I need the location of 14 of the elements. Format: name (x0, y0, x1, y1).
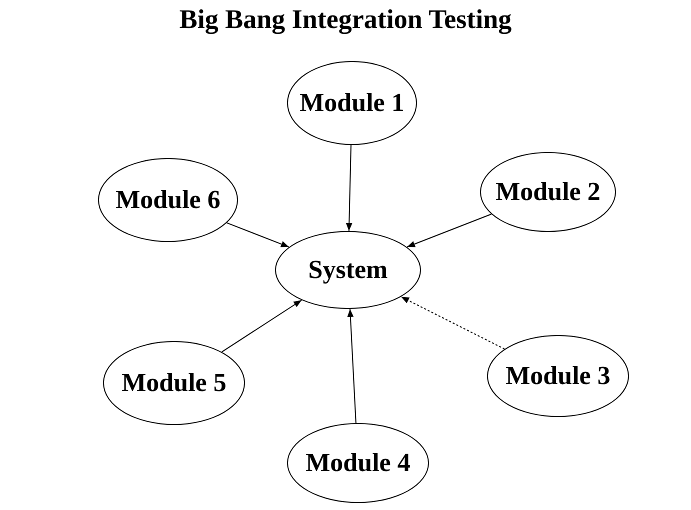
node-label: Module 4 (306, 448, 410, 478)
node-label: Module 1 (300, 88, 404, 118)
arrow (346, 144, 352, 232)
arrow (347, 308, 356, 424)
node-label: Module 6 (116, 185, 220, 215)
arrow (226, 222, 290, 248)
node-label: Module 5 (122, 368, 226, 398)
diagram-title: Big Bang Integration Testing (179, 4, 512, 35)
node-label: Module 3 (506, 361, 610, 391)
arrow (221, 300, 302, 352)
node-label: Module 2 (496, 177, 600, 207)
node-label: System (308, 255, 388, 285)
arrow (400, 296, 506, 350)
arrow (406, 214, 492, 248)
